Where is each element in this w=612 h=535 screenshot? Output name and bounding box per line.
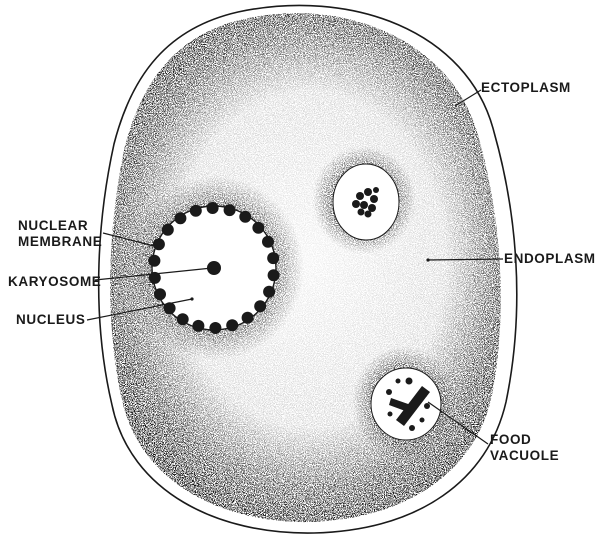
chromatin-granule [148,255,160,267]
chromatin-granule [207,202,219,214]
ectoplasm-label: ECTOPLASM [481,80,571,96]
chromatin-granule [242,312,254,324]
chromatin-granule [262,236,274,248]
chromatin-granule [174,212,186,224]
karyosome-label: KARYOSOME [8,274,101,290]
nucleus-label: NUCLEUS [16,312,85,328]
food-vacuole-label: FOOD VACUOLE [490,432,559,464]
chromatin-granule [263,286,275,298]
chromatin-granule [154,288,166,300]
nuclear-membrane-line-1: NUCLEAR [18,218,102,234]
food-vacuole-line-1: FOOD [490,432,559,448]
chromatin-granule [162,224,174,236]
chromatin-granule [254,300,266,312]
upper-vacuole [333,164,399,240]
chromatin-granule [267,252,279,264]
food-vacuole-line-2: VACUOLE [490,448,559,464]
chromatin-granule [239,211,251,223]
chromatin-granule [209,322,221,334]
chromatin-granule [268,269,280,281]
nuclear-membrane-label: NUCLEAR MEMBRANE [18,218,102,250]
nuclear-membrane-line-2: MEMBRANE [18,234,102,250]
chromatin-granule [224,204,236,216]
endoplasm-label: ENDOPLASM [504,251,596,267]
chromatin-granule [177,313,189,325]
chromatin-granule [153,238,165,250]
chromatin-granule [192,320,204,332]
chromatin-granule [226,319,238,331]
chromatin-granule [190,205,202,217]
chromatin-granule [252,222,264,234]
